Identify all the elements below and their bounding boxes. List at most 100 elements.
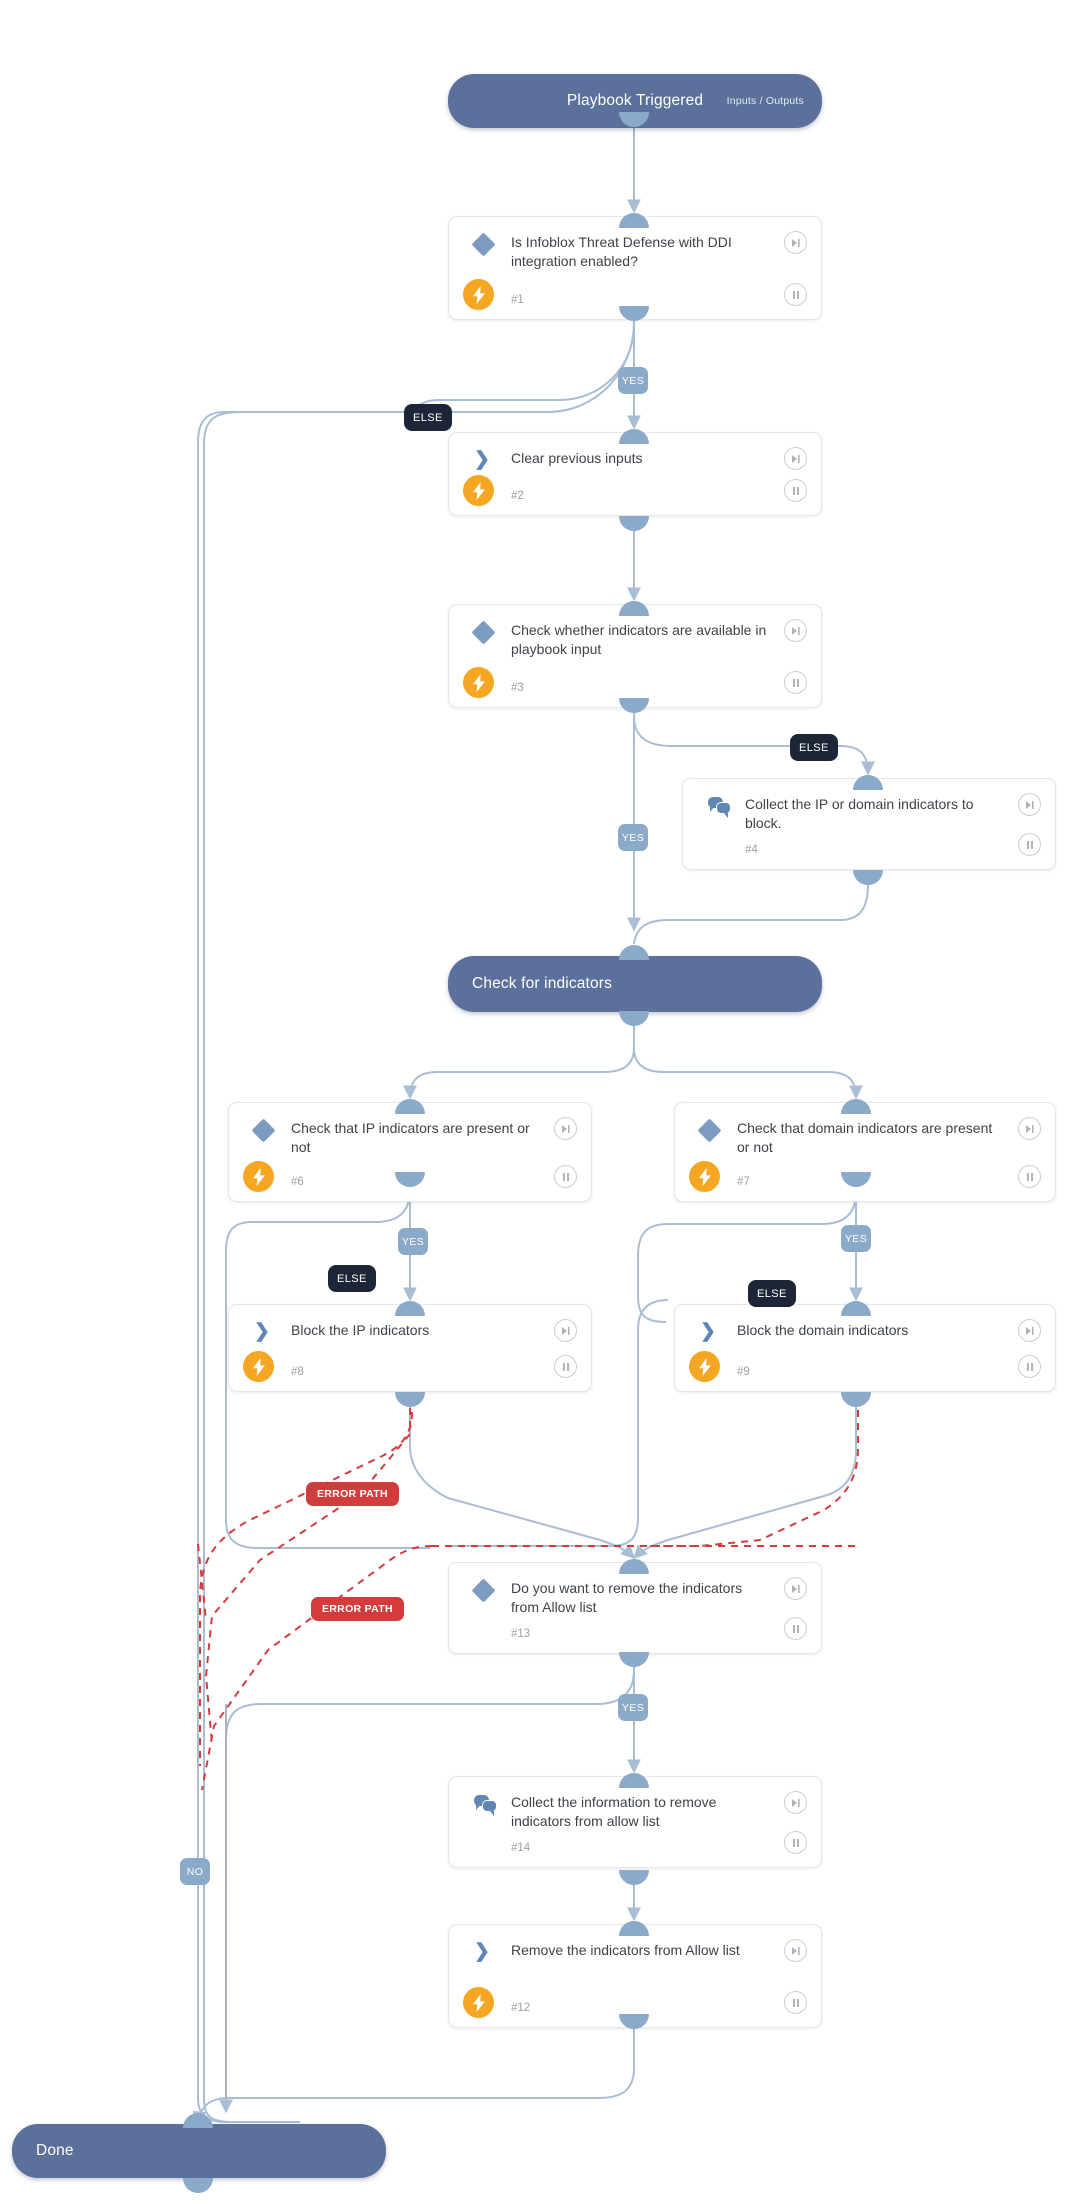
node-task-8[interactable]: ❯ Block the IP indicators #8 bbox=[228, 1304, 592, 1392]
edge-label-else-7[interactable]: ELSE bbox=[748, 1280, 796, 1307]
automation-bolt-icon bbox=[463, 475, 494, 506]
node-task-14[interactable]: Collect the information to remove indica… bbox=[448, 1776, 822, 1868]
port-n1-in bbox=[619, 213, 649, 228]
skip-forward-icon[interactable] bbox=[784, 1791, 807, 1814]
node-title: Remove the indicators from Allow list bbox=[511, 1942, 740, 1958]
node-title: Collect the information to remove indica… bbox=[511, 1794, 717, 1829]
condition-diamond-icon bbox=[471, 1578, 496, 1603]
pause-icon[interactable] bbox=[784, 1617, 807, 1640]
node-number: #13 bbox=[511, 1628, 531, 1640]
node-task-2[interactable]: ❯ Clear previous inputs #2 bbox=[448, 432, 822, 516]
pause-icon[interactable] bbox=[554, 1355, 577, 1378]
port-n14-out bbox=[619, 1870, 649, 1885]
automation-bolt-icon bbox=[243, 1351, 274, 1382]
port-start-out bbox=[619, 112, 649, 127]
node-title: Check for indicators bbox=[472, 975, 612, 992]
node-number: #2 bbox=[511, 490, 524, 502]
condition-diamond-icon bbox=[471, 620, 496, 645]
node-number: #1 bbox=[511, 294, 524, 306]
action-chevron-icon: ❯ bbox=[254, 1321, 270, 1342]
edge-label-no-13[interactable]: NO bbox=[180, 1858, 210, 1885]
action-chevron-icon: ❯ bbox=[474, 1941, 490, 1962]
node-task-7[interactable]: Check that domain indicators are present… bbox=[674, 1102, 1056, 1202]
node-title: Done bbox=[36, 2142, 74, 2159]
port-n4-out bbox=[853, 870, 883, 885]
node-playbook-triggered[interactable]: Playbook Triggered Inputs / Outputs bbox=[448, 74, 822, 128]
pause-icon[interactable] bbox=[1018, 833, 1041, 856]
node-task-12[interactable]: ❯ Remove the indicators from Allow list … bbox=[448, 1924, 822, 2028]
node-number: #7 bbox=[737, 1176, 750, 1188]
node-number: #4 bbox=[745, 844, 758, 856]
edge-label-else-1[interactable]: ELSE bbox=[404, 404, 452, 431]
node-task-4[interactable]: Collect the IP or domain indicators to b… bbox=[682, 778, 1056, 870]
skip-forward-icon[interactable] bbox=[784, 1939, 807, 1962]
skip-forward-icon[interactable] bbox=[784, 1577, 807, 1600]
node-section-check-for-indicators[interactable]: Check for indicators bbox=[448, 956, 822, 1012]
edge-label-yes-13[interactable]: YES bbox=[618, 1694, 648, 1721]
skip-forward-icon[interactable] bbox=[554, 1319, 577, 1342]
pause-icon[interactable] bbox=[554, 1165, 577, 1188]
pause-icon[interactable] bbox=[784, 1831, 807, 1854]
node-task-13[interactable]: Do you want to remove the indicators fro… bbox=[448, 1562, 822, 1654]
condition-diamond-icon bbox=[697, 1118, 722, 1143]
skip-forward-icon[interactable] bbox=[1018, 1117, 1041, 1140]
node-title: Check that domain indicators are present… bbox=[737, 1120, 993, 1155]
node-number: #3 bbox=[511, 682, 524, 694]
pause-icon[interactable] bbox=[784, 283, 807, 306]
port-n7-out bbox=[841, 1172, 871, 1187]
automation-bolt-icon bbox=[463, 279, 494, 310]
node-number: #12 bbox=[511, 2002, 531, 2014]
automation-bolt-icon bbox=[243, 1161, 274, 1192]
node-title: Clear previous inputs bbox=[511, 450, 643, 466]
port-section-in bbox=[619, 945, 649, 960]
skip-forward-icon[interactable] bbox=[554, 1117, 577, 1140]
skip-forward-icon[interactable] bbox=[1018, 1319, 1041, 1342]
node-title: Block the domain indicators bbox=[737, 1322, 909, 1338]
edge-label-else-3[interactable]: ELSE bbox=[790, 734, 838, 761]
skip-forward-icon[interactable] bbox=[784, 231, 807, 254]
node-title: Playbook Triggered bbox=[566, 92, 704, 109]
port-n8-out bbox=[395, 1392, 425, 1407]
node-title: Check that IP indicators are present or … bbox=[291, 1120, 530, 1155]
node-number: #8 bbox=[291, 1366, 304, 1378]
skip-forward-icon[interactable] bbox=[784, 619, 807, 642]
pause-icon[interactable] bbox=[784, 1991, 807, 2014]
edge-label-yes-3[interactable]: YES bbox=[618, 824, 648, 851]
node-task-3[interactable]: Check whether indicators are available i… bbox=[448, 604, 822, 708]
edge-label-yes-1[interactable]: YES bbox=[618, 367, 648, 394]
port-n3-out bbox=[619, 698, 649, 713]
automation-bolt-icon bbox=[463, 1987, 494, 2018]
skip-forward-icon[interactable] bbox=[784, 447, 807, 470]
condition-diamond-icon bbox=[251, 1118, 276, 1143]
node-number: #14 bbox=[511, 1842, 531, 1854]
pause-icon[interactable] bbox=[784, 671, 807, 694]
port-n4-in bbox=[853, 775, 883, 790]
pause-icon[interactable] bbox=[1018, 1165, 1041, 1188]
port-n9-out bbox=[841, 1392, 871, 1407]
port-n1-out bbox=[619, 306, 649, 321]
port-n13-out bbox=[619, 1652, 649, 1667]
edge-label-yes-6[interactable]: YES bbox=[398, 1228, 428, 1255]
pause-icon[interactable] bbox=[1018, 1355, 1041, 1378]
node-task-1[interactable]: Is Infoblox Threat Defense with DDI inte… bbox=[448, 216, 822, 320]
skip-forward-icon[interactable] bbox=[1018, 793, 1041, 816]
edge-label-error-path-9[interactable]: ERROR PATH bbox=[311, 1597, 404, 1621]
pause-icon[interactable] bbox=[784, 479, 807, 502]
condition-diamond-icon bbox=[471, 232, 496, 257]
node-task-6[interactable]: Check that IP indicators are present or … bbox=[228, 1102, 592, 1202]
edge-label-yes-7[interactable]: YES bbox=[841, 1225, 871, 1252]
edge-label-error-path-8[interactable]: ERROR PATH bbox=[306, 1482, 399, 1506]
data-collection-chat-icon bbox=[708, 797, 731, 818]
node-done[interactable]: Done bbox=[12, 2124, 386, 2178]
edge-label-else-6[interactable]: ELSE bbox=[328, 1265, 376, 1292]
port-done-in bbox=[183, 2113, 213, 2128]
action-chevron-icon: ❯ bbox=[700, 1321, 716, 1342]
node-task-9[interactable]: ❯ Block the domain indicators #9 bbox=[674, 1304, 1056, 1392]
node-title: Do you want to remove the indicators fro… bbox=[511, 1580, 743, 1615]
automation-bolt-icon bbox=[463, 667, 494, 698]
node-number: #9 bbox=[737, 1366, 750, 1378]
automation-bolt-icon bbox=[689, 1351, 720, 1382]
port-done-out bbox=[183, 2178, 213, 2193]
port-n2-out bbox=[619, 516, 649, 531]
